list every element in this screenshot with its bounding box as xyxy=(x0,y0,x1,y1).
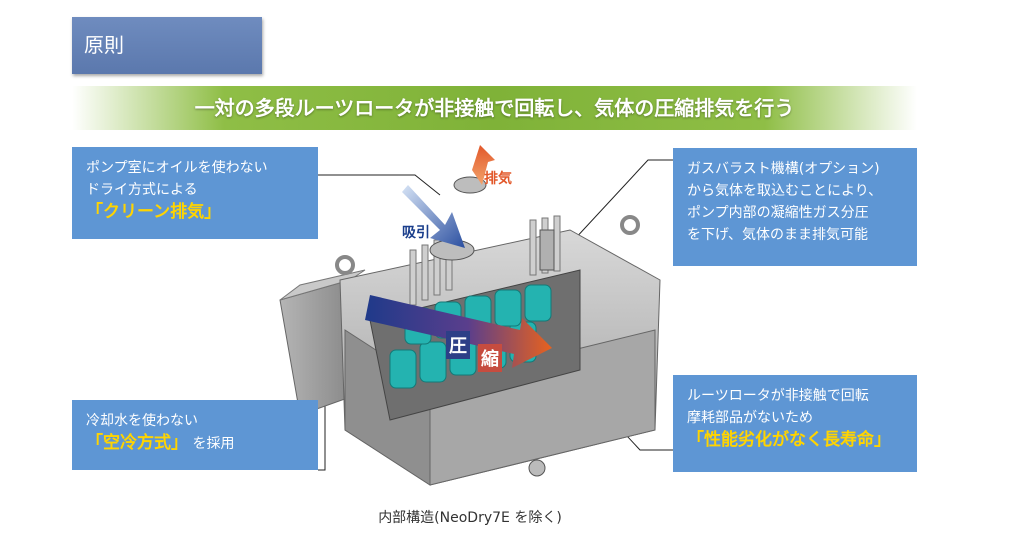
callout-highlight: 「クリーン排気」 xyxy=(86,202,222,222)
gas-ballast-valve xyxy=(539,229,555,271)
compression-label-1: 圧 xyxy=(446,331,470,359)
exhaust-arrow xyxy=(472,145,495,185)
callout-text: を下げ、気体のまま排気可能 xyxy=(687,227,869,243)
compression-label-2: 縮 xyxy=(478,344,502,372)
callout-text: 冷却水を使わない xyxy=(86,413,198,429)
callout-text: ガスバラスト機構(オプション) xyxy=(687,161,880,177)
callout-clean-exhaust: ポンプ室にオイルを使わない ドライ方式による 「クリーン排気」 xyxy=(72,147,318,239)
intake-label: 吸引 xyxy=(402,225,430,241)
callout-long-life: ルーツロータが非接触で回転 摩耗部品がないため 「性能劣化がなく長寿命」 xyxy=(673,375,917,472)
principle-banner: 一対の多段ルーツロータが非接触で回転し、気体の圧縮排気を行う xyxy=(72,86,917,130)
intake-arrow xyxy=(402,185,465,248)
callout-text: 摩耗部品がないため xyxy=(687,410,813,426)
callout-gas-ballast: ガスバラスト機構(オプション) から気体を取込むことにより、 ポンプ内部の凝縮性… xyxy=(673,148,917,266)
callout-text: から気体を取込むことにより、 xyxy=(687,183,883,199)
callout-highlight: 「性能劣化がなく長寿命」 xyxy=(687,430,891,450)
callout-text: を採用 xyxy=(192,436,235,452)
exhaust-label: 排気 xyxy=(484,171,512,187)
callout-text: ポンプ内部の凝縮性ガス分圧 xyxy=(687,205,869,221)
lifting-eye-left xyxy=(335,255,355,275)
line-gas-ballast xyxy=(559,159,673,256)
callout-air-cooled: 冷却水を使わない 「空冷方式」 を採用 xyxy=(72,400,318,470)
section-title: 原則 xyxy=(72,17,262,74)
callout-text: ルーツロータが非接触で回転 xyxy=(687,388,869,404)
line-clean xyxy=(318,174,441,196)
exhaust-port xyxy=(453,176,487,194)
callout-text: ドライ方式による xyxy=(86,182,198,198)
drain-plug xyxy=(528,459,546,477)
figure-caption: 内部構造(NeoDry7E を除く) xyxy=(378,510,562,526)
callout-highlight: 「空冷方式」 xyxy=(86,433,188,453)
lifting-eye-right xyxy=(620,215,640,235)
callout-text: ポンプ室にオイルを使わない xyxy=(86,160,268,176)
